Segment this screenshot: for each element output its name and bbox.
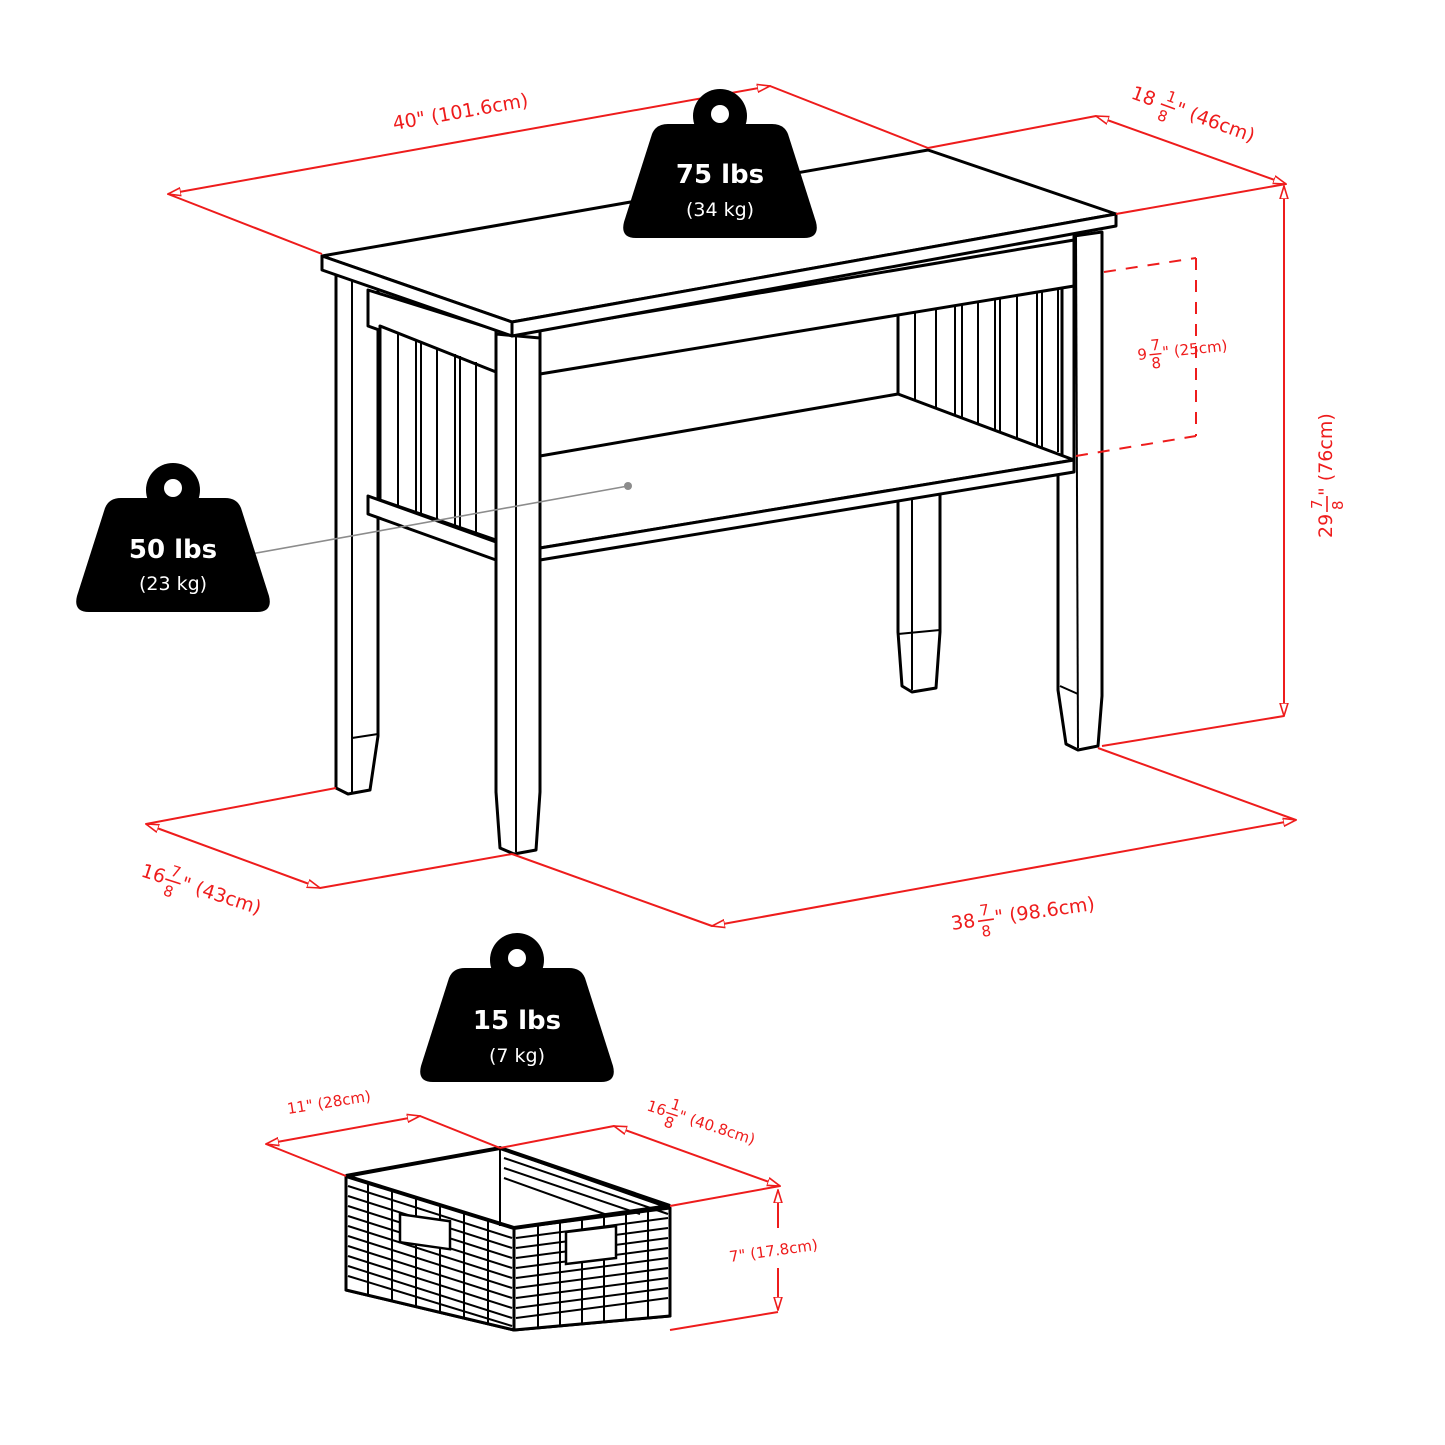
table-front-leg-left: [494, 332, 542, 856]
svg-text:" (46cm): " (46cm): [1172, 98, 1257, 147]
dim-label-shelf-clearance: 9 7 8 " (25cm): [1137, 336, 1229, 373]
dim-label-top-length: 40" (101.6cm): [391, 89, 530, 134]
table-shelf: [538, 392, 1076, 562]
svg-text:" (76cm): " (76cm): [1315, 413, 1337, 496]
table-back-leg-left: [334, 264, 380, 796]
svg-text:9: 9: [1137, 345, 1148, 364]
svg-text:7: 7: [1308, 499, 1326, 509]
shelf-weight-leader-dot: [624, 482, 632, 490]
svg-text:" (25cm): " (25cm): [1161, 337, 1228, 362]
weight-icon-shelf: 50 lbs (23 kg): [76, 463, 270, 612]
dim-label-top-depth: 18 1 8 " (46cm): [1128, 82, 1257, 147]
dim-label-base-depth: 16 7 8 " (43cm): [138, 860, 263, 919]
svg-text:" (40.8cm): " (40.8cm): [676, 1107, 757, 1149]
svg-text:(34 kg): (34 kg): [686, 199, 754, 221]
svg-text:50 lbs: 50 lbs: [129, 535, 217, 565]
svg-text:7" (17.8cm): 7" (17.8cm): [728, 1236, 819, 1266]
svg-text:7: 7: [978, 901, 990, 920]
wicker-basket-drawing: [344, 1145, 672, 1332]
svg-text:" (98.6cm): " (98.6cm): [993, 893, 1096, 929]
svg-text:75 lbs: 75 lbs: [676, 160, 764, 190]
table-side-slats-left: [366, 288, 498, 562]
svg-text:40" (101.6cm): 40" (101.6cm): [391, 89, 530, 134]
dim-label-basket-height: 7" (17.8cm): [728, 1236, 819, 1266]
svg-text:8: 8: [161, 881, 176, 901]
console-table-drawing: [320, 148, 1118, 856]
svg-text:" (43cm): " (43cm): [178, 873, 263, 919]
svg-text:29: 29: [1315, 514, 1337, 538]
svg-text:16: 16: [138, 860, 168, 888]
svg-text:8: 8: [1329, 500, 1347, 510]
dim-label-base-length: 38 7 8 " (98.6cm): [950, 893, 1097, 941]
svg-text:16: 16: [645, 1097, 669, 1120]
table-front-leg-right: [1056, 230, 1104, 752]
dim-label-basket-width: 11" (28cm): [286, 1087, 372, 1118]
svg-text:(23 kg): (23 kg): [139, 573, 207, 595]
svg-text:18: 18: [1128, 82, 1158, 111]
table-back-leg-right: [896, 482, 942, 694]
table-dimension-lines: [146, 86, 1296, 926]
basket-dimension-lines: [266, 1116, 780, 1331]
svg-text:15 lbs: 15 lbs: [473, 1006, 561, 1036]
svg-text:(7 kg): (7 kg): [489, 1045, 545, 1067]
weight-icon-basket: 15 lbs (7 kg): [420, 933, 614, 1082]
svg-text:38: 38: [950, 910, 977, 935]
svg-text:8: 8: [1155, 106, 1170, 126]
svg-text:11" (28cm): 11" (28cm): [286, 1087, 372, 1118]
svg-text:7: 7: [168, 862, 183, 882]
svg-text:8: 8: [980, 922, 992, 941]
dim-label-height: 29 7 8 " (76cm): [1308, 413, 1347, 538]
shelf-weight-leader-line: [239, 485, 629, 557]
svg-text:7: 7: [1150, 336, 1161, 355]
svg-text:8: 8: [1151, 354, 1162, 373]
dim-label-basket-length: 16 1 8 " (40.8cm): [645, 1095, 758, 1149]
weight-icon-top: 75 lbs (34 kg): [623, 89, 817, 238]
